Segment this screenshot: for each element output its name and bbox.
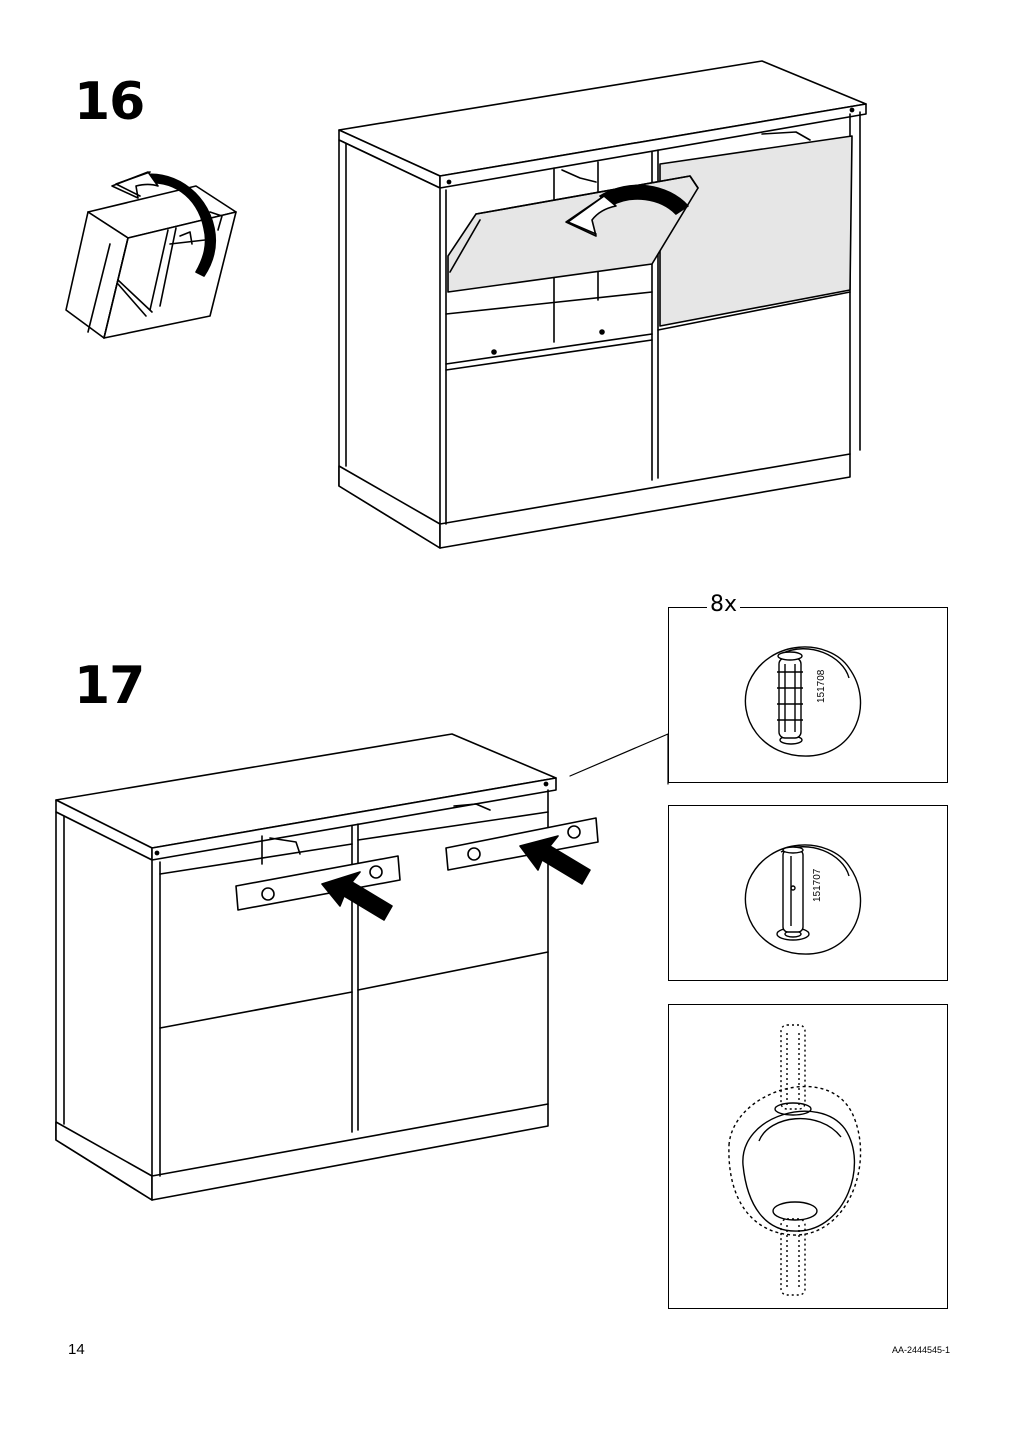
dowel-151708-illustration <box>744 646 862 757</box>
detail-panel-dowel-insertion <box>668 1004 948 1309</box>
grey-back-panel-tilting <box>447 175 699 293</box>
push-arrow-icon <box>519 835 591 885</box>
callout-line <box>569 733 669 785</box>
rotate-arrow-icon <box>111 171 217 277</box>
quantity-label: 8x <box>707 594 741 616</box>
step-17-number: 17 <box>74 656 145 716</box>
dowel-insertion-illustration <box>728 1024 862 1296</box>
document-id: AA-2444545-1 <box>891 1345 950 1355</box>
cabinet-step17-illustration <box>55 733 557 1201</box>
dowel-151707-illustration <box>744 844 862 955</box>
grey-back-panel-right <box>659 135 853 327</box>
step-16-number: 16 <box>74 72 145 132</box>
cabinet-step16-illustration <box>338 60 867 549</box>
rail-right <box>445 817 599 871</box>
page-number: 14 <box>68 1341 85 1358</box>
push-arrow-icon <box>321 871 393 921</box>
part-number-151707: 151707 <box>812 868 823 902</box>
detail-panel-dowel-151707 <box>668 805 948 981</box>
detail-panel-dowel-151708 <box>668 607 948 783</box>
part-number-151708: 151708 <box>816 669 827 703</box>
rotate-arrow-icon <box>565 184 689 237</box>
rail-left <box>235 855 401 911</box>
